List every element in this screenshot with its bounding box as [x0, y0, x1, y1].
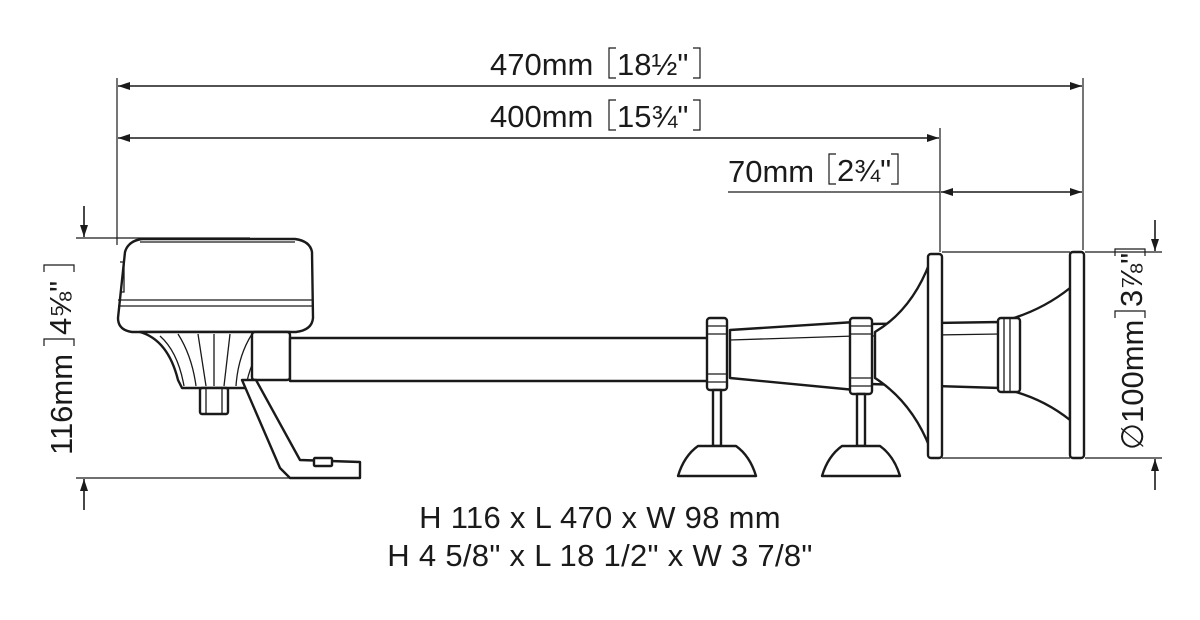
- overall-length-metric: 470mm: [490, 47, 593, 82]
- dimension-bell-depth: 70mm 2¾": [728, 153, 1082, 196]
- height-metric: 116mm: [44, 354, 79, 455]
- horn-length-imperial: 15¾": [617, 99, 688, 134]
- horn-bell: [873, 250, 1086, 460]
- bracket-close: [693, 47, 701, 79]
- bracket-open: [43, 338, 75, 346]
- dimension-bell-diameter: ∅100mm 3⅞": [1085, 220, 1162, 490]
- bell-diameter-metric: ∅100mm: [1115, 320, 1150, 450]
- bell-depth-imperial: 2¾": [837, 153, 891, 188]
- bracket-open: [828, 153, 836, 185]
- dimension-horn-length: 400mm 15¾": [118, 99, 941, 252]
- bracket-open: [608, 47, 616, 79]
- bracket-open: [608, 99, 616, 131]
- bell-diameter-imperial: 3⅞": [1114, 253, 1149, 307]
- bell-depth-metric: 70mm: [728, 154, 814, 189]
- bracket-open: [1114, 310, 1146, 318]
- motor-body: [138, 330, 292, 390]
- overall-length-imperial: 18½": [617, 47, 688, 82]
- summary-imperial: H 4 5/8" x L 18 1/2" x W 3 7/8": [387, 538, 813, 573]
- support-clamp-right: [820, 316, 902, 478]
- dimension-height: 116mm 4⅝": [43, 206, 360, 510]
- compressor-head: [116, 237, 315, 334]
- bracket-close: [1114, 248, 1146, 256]
- horn-length-metric: 400mm: [490, 99, 593, 134]
- support-clamp-left: [676, 316, 758, 478]
- bracket-close: [693, 99, 701, 131]
- summary-metric: H 116 x L 470 x W 98 mm: [419, 500, 781, 535]
- bracket-close: [891, 153, 899, 185]
- mounting-bracket: [198, 378, 362, 480]
- dimension-overall-length: 470mm 18½": [116, 47, 1084, 250]
- bracket-close: [43, 264, 75, 272]
- height-imperial: 4⅝": [43, 281, 78, 335]
